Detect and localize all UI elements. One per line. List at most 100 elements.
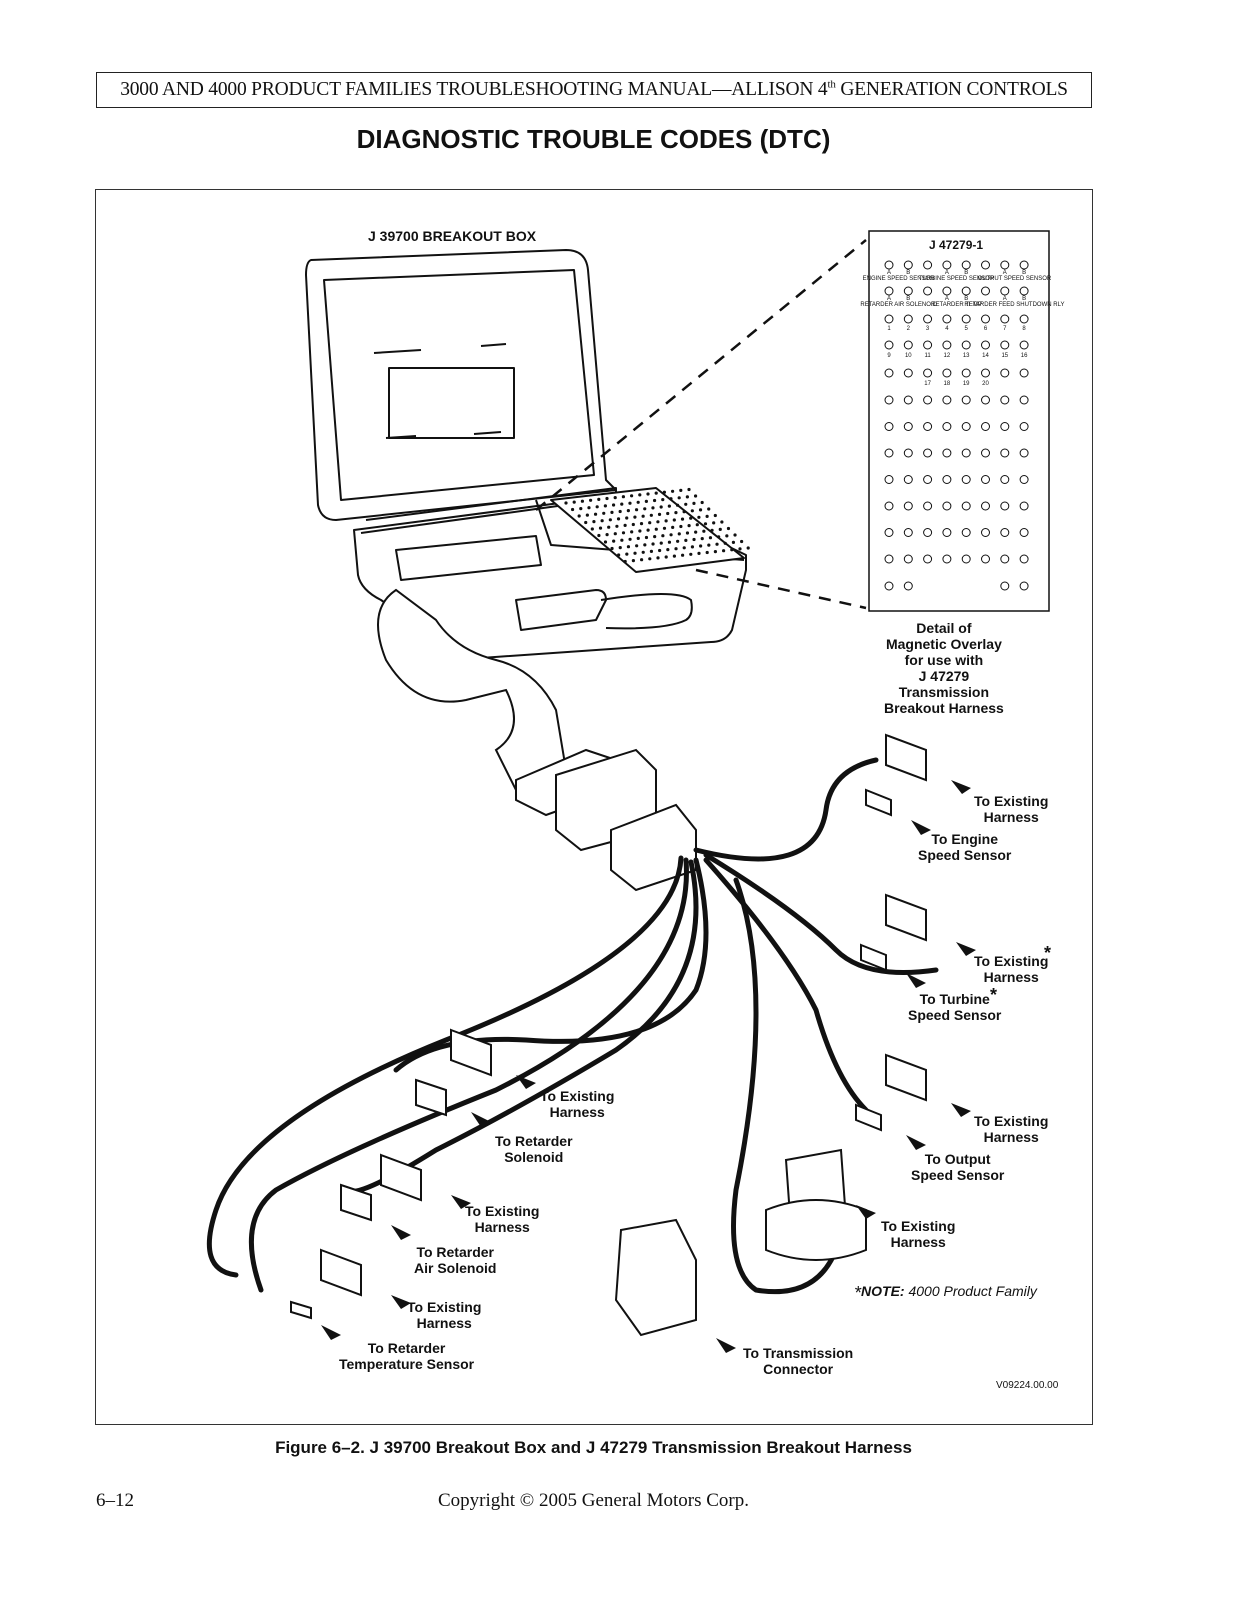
label-existing-harness-4: To Existing Harness xyxy=(881,1218,956,1250)
overlay-pin xyxy=(942,368,952,378)
overlay-pin xyxy=(942,475,952,484)
note-star: * xyxy=(854,1283,862,1303)
breakout-box-jack xyxy=(603,504,607,508)
breakout-box-jack xyxy=(682,546,686,550)
breakout-box-jack xyxy=(625,516,629,520)
breakout-box-jack xyxy=(592,520,596,524)
overlay-pin xyxy=(961,314,971,324)
overlay-pin-a-label: A xyxy=(1003,296,1007,302)
overlay-pin-number: 9 xyxy=(887,353,891,359)
overlay-cell-label-retarder_air: RETARDER AIR SOLENOID xyxy=(860,302,937,308)
breakout-box-jack xyxy=(646,528,650,532)
breakout-box-jack xyxy=(584,520,588,525)
label-retarder-solenoid: To Retarder Solenoid xyxy=(495,1133,573,1165)
overlay-pin xyxy=(961,340,971,350)
breakout-box-jack xyxy=(723,541,727,545)
overlay-cell-label-turbine_speed: TURBINE SPEED SENSOR xyxy=(919,276,995,282)
overlay-pin xyxy=(923,314,933,324)
figure-caption: Figure 6–2. J 39700 Breakout Box and J 4… xyxy=(275,1438,912,1457)
magnetic-overlay-panel xyxy=(868,230,1050,612)
breakout-box-jack xyxy=(667,540,672,544)
breakout-box-jack xyxy=(672,518,676,522)
breakout-box-jack xyxy=(617,553,621,557)
overlay-pin xyxy=(884,448,894,458)
overlay-pin-retarder_temp-a xyxy=(942,286,952,296)
overlay-pin xyxy=(884,475,894,484)
breakout-box-jack xyxy=(626,545,631,549)
breakout-box-jack xyxy=(607,525,611,529)
direction-arrows xyxy=(321,780,976,1353)
breakout-box-jack xyxy=(700,537,704,541)
copyright: Copyright © 2005 General Motors Corp. xyxy=(437,1490,749,1511)
overlay-pin xyxy=(1019,314,1029,324)
breakout-box-jack xyxy=(681,553,685,557)
breakout-box-jack xyxy=(618,546,622,550)
breakout-box-jack xyxy=(628,537,632,541)
overlay-pin xyxy=(923,286,933,296)
breakout-box-jack xyxy=(692,537,696,542)
overlay-pin xyxy=(1000,501,1010,511)
label-existing-harness-1: To Existing Harness xyxy=(974,793,1049,825)
overlay-pin-b-label: B xyxy=(906,270,910,276)
overlay-pin-number: 19 xyxy=(963,381,970,387)
overlay-callout-line-bottom xyxy=(695,568,867,610)
overlay-pin-number: 4 xyxy=(945,326,949,332)
breakout-box-jack xyxy=(720,520,724,524)
overlay-pin xyxy=(1000,475,1010,484)
breakout-box-jack xyxy=(718,527,722,531)
overlay-pin xyxy=(942,314,952,324)
breakout-box-jack xyxy=(649,513,653,517)
overlay-callout-line-top xyxy=(535,239,867,511)
label-existing-harness-3: To Existing Harness xyxy=(974,1113,1049,1145)
breakout-box-jack xyxy=(625,552,629,556)
breakout-box-jack xyxy=(684,538,688,542)
overlay-pin-a-label: A xyxy=(1003,270,1007,276)
overlay-pin xyxy=(903,422,913,431)
label-output-speed: To Output Speed Sensor xyxy=(911,1151,1005,1183)
breakout-box-jack xyxy=(585,513,589,517)
breakout-box-jack xyxy=(684,502,688,506)
breakout-box-jack xyxy=(631,559,636,563)
breakout-box-jack xyxy=(600,519,604,523)
breakout-box-jack xyxy=(662,490,667,494)
overlay-pin-number: 12 xyxy=(944,353,951,359)
header-title-main: 3000 AND 4000 PRODUCT FAMILIES TROUBLESH… xyxy=(120,79,828,100)
breakout-box-jack xyxy=(595,505,599,509)
breakout-box-jack xyxy=(628,501,632,505)
breakout-box-jack xyxy=(605,533,609,537)
overlay-pin xyxy=(981,528,990,537)
breakout-box-jack xyxy=(690,509,694,513)
header-title-sup: th xyxy=(827,78,836,91)
breakout-box-jack xyxy=(689,552,693,556)
breakout-box-jack xyxy=(712,521,716,525)
breakout-box-jack xyxy=(608,518,612,522)
overlay-pin xyxy=(981,422,990,431)
breakout-box-jack xyxy=(620,538,624,542)
breakout-box-jack xyxy=(726,526,731,531)
overlay-pin xyxy=(884,501,894,511)
overlay-pin xyxy=(981,286,990,296)
overlay-pin-number: 11 xyxy=(924,353,931,359)
overlay-pin xyxy=(961,501,971,511)
breakout-box-jack xyxy=(651,542,655,546)
overlay-pin-a-label: A xyxy=(945,296,949,302)
breakout-box-jack xyxy=(674,511,678,515)
overlay-pin xyxy=(923,448,933,458)
breakout-box-jack xyxy=(654,491,658,495)
breakout-box-jack xyxy=(623,523,627,527)
breakout-box-jack xyxy=(738,547,742,551)
breakout-box-jack xyxy=(643,507,647,511)
breakout-box-jack xyxy=(597,497,601,501)
overlay-pin xyxy=(961,448,971,458)
breakout-box-jack xyxy=(667,504,671,508)
breakout-box-jack xyxy=(740,539,744,544)
breakout-box-lid xyxy=(305,249,617,521)
breakout-box-jack xyxy=(638,529,642,533)
overlay-pin xyxy=(903,368,913,378)
breakout-box-jack xyxy=(564,501,568,505)
overlay-pin xyxy=(1019,554,1029,564)
overlay-pin xyxy=(981,501,990,511)
overlay-pin xyxy=(923,501,933,511)
overlay-pin xyxy=(923,368,933,378)
